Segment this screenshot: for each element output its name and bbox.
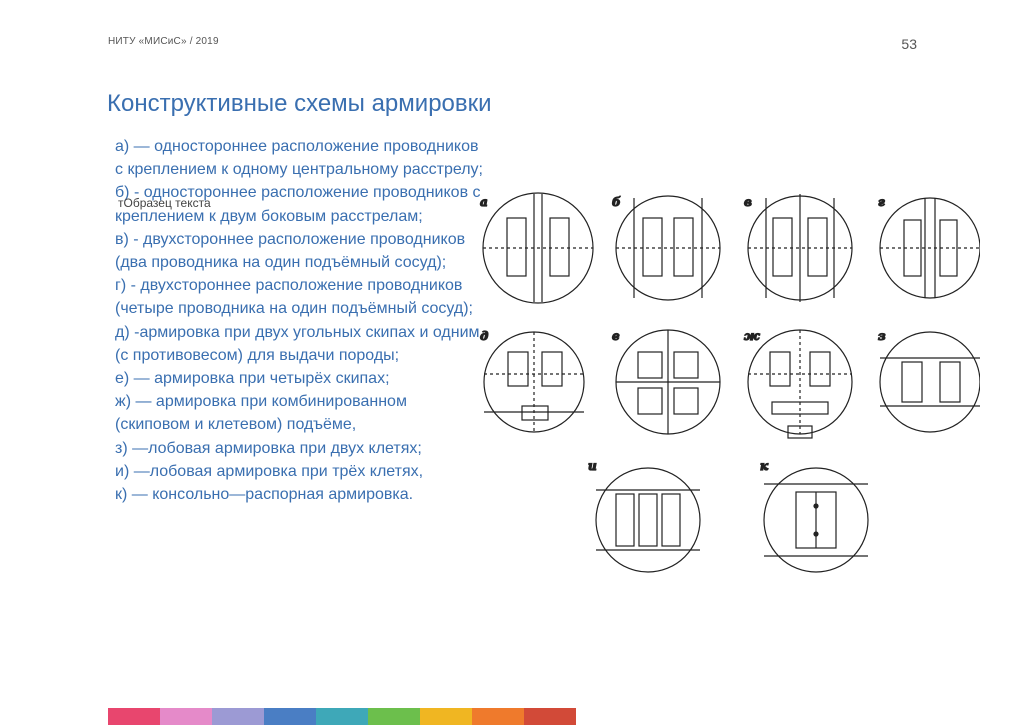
list-item: а) — одностороннее расположение проводни…: [115, 138, 483, 179]
page-number: 53: [901, 36, 917, 52]
list-item: е) — армировка при четырёх скипах;: [115, 370, 390, 388]
placeholder-text: тОбразец текста: [118, 196, 211, 210]
scheme-label: е: [612, 329, 620, 343]
color-segment: [212, 708, 264, 725]
scheme-label: и: [588, 459, 597, 473]
scheme-label: з: [878, 329, 886, 343]
color-segment: [108, 708, 160, 725]
scheme-v: в: [743, 194, 853, 302]
list-item: к) — консольно—распорная армировка.: [115, 486, 414, 504]
list-item: з) —лобовая армировка при двух клетях;: [115, 439, 422, 457]
list-item: и) —лобовая армировка при трёх клетях,: [115, 462, 424, 480]
scheme-label: ж: [744, 329, 760, 343]
scheme-i: и: [587, 458, 701, 573]
color-segment: [420, 708, 472, 725]
color-segment: [524, 708, 576, 725]
scheme-diagrams: а б в г д е: [479, 192, 980, 573]
color-segment: [264, 708, 316, 725]
scheme-k: к: [759, 458, 869, 573]
scheme-a: а: [479, 192, 594, 304]
color-segment: [316, 708, 368, 725]
scheme-e: е: [611, 328, 721, 435]
scheme-d: д: [479, 328, 585, 433]
header-org: НИТУ «МИСиС» / 2019: [108, 36, 219, 47]
scheme-description-list: а) — одностороннее расположение проводни…: [115, 135, 485, 506]
color-segment: [160, 708, 212, 725]
scheme-label: а: [480, 195, 488, 209]
scheme-label: д: [480, 329, 488, 343]
color-segment: [368, 708, 420, 725]
list-item: б) - одностороннее расположение проводни…: [115, 184, 481, 225]
list-item: д) -армировка при двух угольных скипах и…: [115, 323, 480, 364]
color-segment: [472, 708, 524, 725]
scheme-zh: ж: [743, 328, 853, 439]
scheme-label: к: [760, 459, 769, 473]
list-item: г) - двухстороннее расположение проводни…: [115, 277, 473, 318]
list-item: ж) — армировка при комбинированном (скип…: [115, 393, 407, 434]
scheme-label: в: [744, 195, 752, 209]
scheme-b: б: [611, 194, 721, 301]
list-item: в) - двухстороннее расположение проводни…: [115, 230, 466, 272]
scheme-z: з: [877, 328, 980, 433]
slide-title: Конструктивные схемы армировки: [107, 90, 492, 117]
scheme-label: г: [878, 195, 885, 209]
footer-color-bar: [108, 708, 576, 725]
scheme-label: б: [612, 195, 621, 209]
scheme-g: г: [877, 194, 980, 299]
